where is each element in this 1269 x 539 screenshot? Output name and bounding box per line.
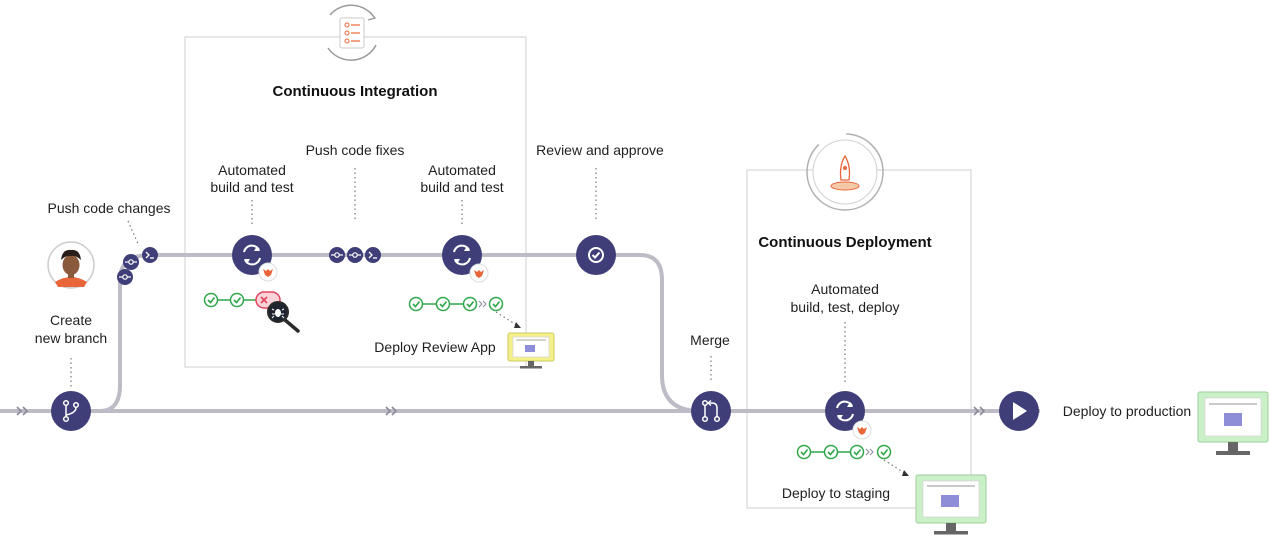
auto-build-test-2-line1: Automated: [428, 162, 496, 178]
pipeline-cycle-icon[interactable]: [825, 391, 865, 431]
chevron-mid-icon: [385, 406, 398, 416]
merge-label: Merge: [690, 332, 730, 348]
production-monitor-icon[interactable]: [1197, 391, 1269, 455]
staging-monitor-icon[interactable]: [915, 474, 987, 535]
auto-cd-line1: Automated: [811, 281, 879, 297]
checklist-cycle-icon: [327, 4, 377, 61]
gitlab-fox-icon: [852, 420, 872, 440]
terminal-prompt-icon: [142, 247, 158, 263]
git-merge-icon[interactable]: [691, 391, 731, 431]
git-commit-icon: [117, 269, 133, 285]
git-commit-icon: [329, 247, 345, 263]
push-code-fixes-label: Push code fixes: [306, 142, 405, 158]
review-app-monitor-icon[interactable]: [507, 332, 555, 369]
git-commit-icon: [347, 247, 363, 263]
arrowhead-staging: [902, 470, 909, 476]
chevron-right-icon: [973, 406, 986, 416]
deploy-review-app-label: Deploy Review App: [374, 339, 496, 355]
terminal-prompt-icon: [365, 247, 381, 263]
rocket-cycle-icon: [806, 133, 884, 211]
job-status-row-2: [408, 296, 504, 312]
auto-build-test-1-line2: build and test: [210, 179, 293, 195]
pipeline-cycle-icon[interactable]: [442, 235, 482, 275]
approve-check-icon[interactable]: [576, 235, 616, 275]
git-branch-icon[interactable]: [51, 391, 91, 431]
job-status-row-1: [203, 291, 281, 309]
developer-avatar-icon: [47, 241, 95, 289]
chevron-left-icon: [16, 406, 29, 416]
ci-title: Continuous Integration: [273, 83, 438, 100]
review-approve-label: Review and approve: [536, 142, 664, 158]
push-code-changes-label: Push code changes: [48, 200, 171, 216]
cd-title: Continuous Deployment: [758, 234, 931, 251]
create-branch-label-1: Create: [50, 312, 92, 328]
deploy-production-label: Deploy to production: [1063, 403, 1191, 419]
deploy-staging-label: Deploy to staging: [782, 485, 890, 501]
create-branch-label-2: new branch: [35, 330, 107, 346]
git-commit-icon: [123, 254, 139, 270]
job-status-row-3: [796, 444, 892, 460]
auto-build-test-1-line1: Automated: [218, 162, 286, 178]
play-icon[interactable]: [999, 391, 1039, 431]
gitlab-fox-icon: [258, 262, 278, 282]
auto-cd-line2: build, test, deploy: [791, 299, 900, 315]
feature-track: [99, 253, 701, 413]
connector-push-changes: [127, 220, 140, 247]
arrowhead-review-app: [514, 322, 521, 328]
gitlab-fox-icon: [469, 263, 489, 283]
auto-build-test-2-line2: build and test: [420, 179, 503, 195]
ci-panel: [184, 36, 527, 368]
bug-magnifier-icon: [267, 301, 300, 333]
